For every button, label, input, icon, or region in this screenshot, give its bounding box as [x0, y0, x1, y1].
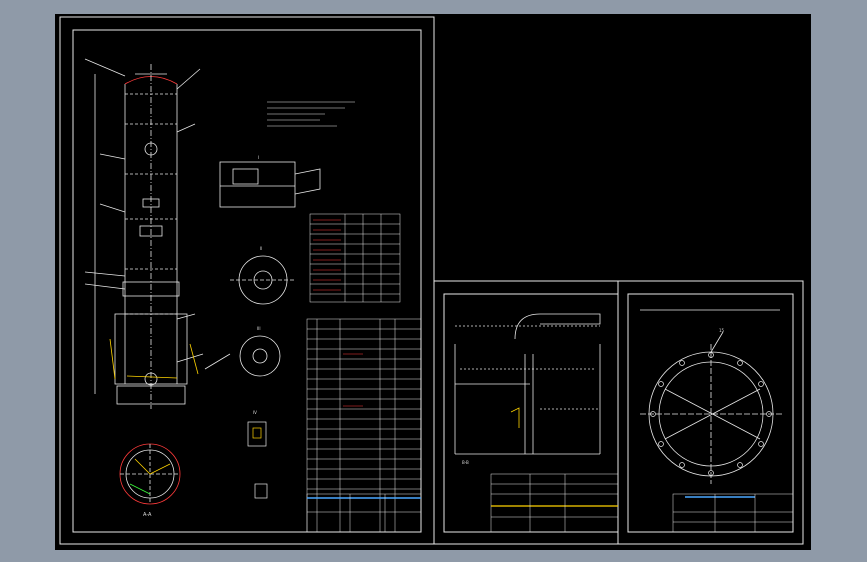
flange-detail	[219, 161, 321, 208]
label-detail-3: III	[257, 326, 261, 331]
sheet-borders	[59, 16, 804, 545]
base-ring-detail	[119, 443, 181, 505]
small-parts	[247, 421, 268, 499]
title-block-sheet3	[672, 493, 794, 533]
nozzle-circle-2	[239, 335, 281, 377]
technical-notes	[267, 101, 355, 127]
flange-plate	[640, 309, 782, 484]
label-detail-1: I	[258, 155, 259, 160]
title-block-main	[306, 493, 422, 533]
distributor-elevation	[454, 313, 601, 455]
nozzle-circle-1	[230, 255, 295, 305]
cad-viewport[interactable]: A-A I II III IV	[55, 14, 811, 550]
label-detail-2: II	[260, 246, 262, 251]
label-section-a: A-A	[143, 512, 152, 518]
nozzle-table	[309, 213, 401, 303]
column-vessel	[84, 58, 231, 409]
label-scale-15: 15	[719, 328, 725, 333]
label-section-b: B-B	[462, 460, 469, 465]
label-detail-4: IV	[253, 410, 257, 415]
flange-bolt-holes	[650, 352, 772, 476]
title-block-sheet2	[490, 473, 619, 533]
parts-list	[306, 318, 422, 533]
